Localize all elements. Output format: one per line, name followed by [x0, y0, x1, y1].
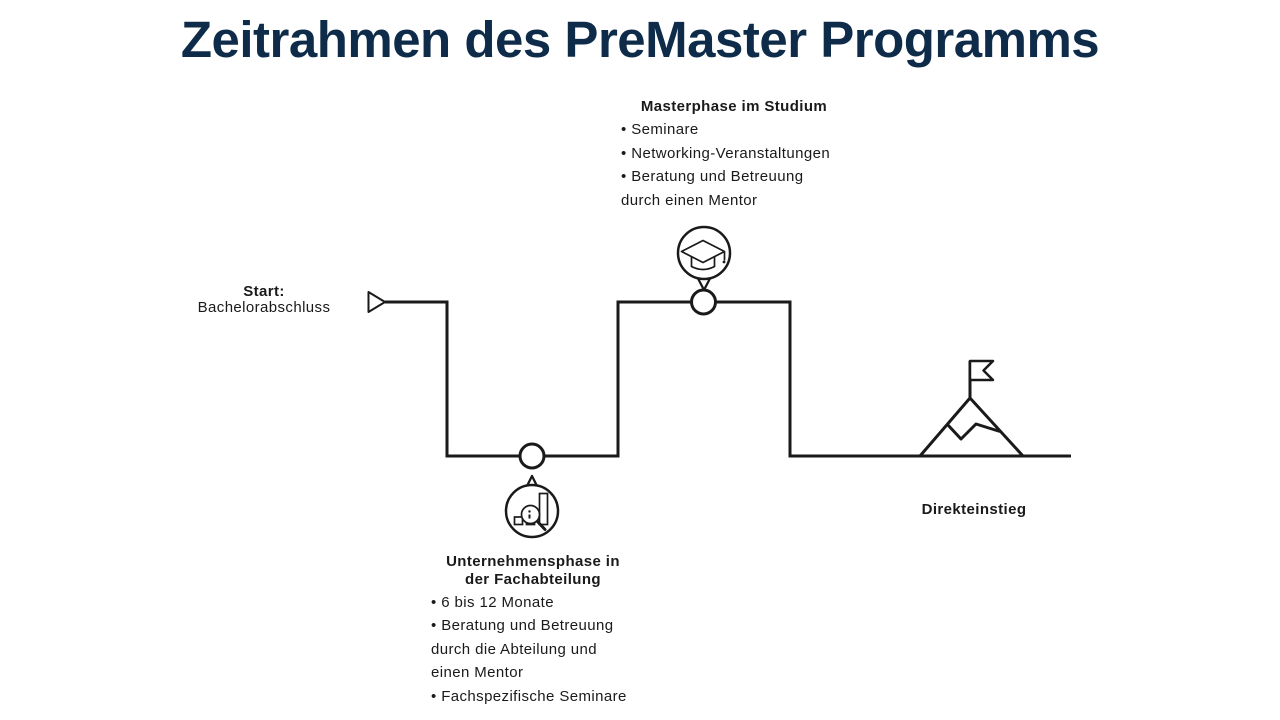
list-line: einen Mentor [431, 664, 524, 682]
mountain-flag-icon [918, 359, 1025, 458]
list-line: durch die Abteilung und [431, 640, 597, 658]
timeline-path [385, 300, 1071, 458]
start-marker-icon [367, 291, 386, 313]
graduation-cap-bubble [676, 225, 732, 292]
start-label-text: Bachelorabschluss [197, 299, 331, 316]
start-label-title: Start: [243, 283, 285, 300]
analytics-bubble [504, 474, 560, 539]
company-phase-title-line: Unternehmensphase in [446, 553, 620, 570]
company-phase-node [518, 442, 546, 470]
list-line: durch einen Mentor [621, 191, 758, 209]
list-line: • Fachspezifische Seminare [431, 687, 627, 705]
start-label: Start: Bachelorabschluss [183, 284, 345, 316]
list-line: • 6 bis 12 Monate [431, 594, 554, 611]
company-phase-title: Unternehmensphase in der Fachabteilung [430, 553, 636, 589]
company-phase-title-line: der Fachabteilung [465, 571, 601, 588]
master-phase-title: Masterphase im Studium [640, 98, 828, 115]
master-phase-list: • Seminare • Networking-Veranstaltungen … [621, 118, 830, 212]
page-title: Zeitrahmen des PreMaster Programms [180, 11, 1100, 68]
list-line: • Beratung und Betreuung [431, 617, 614, 635]
list-line: • Beratung und Betreuung [621, 168, 804, 186]
master-phase-node [690, 288, 717, 316]
direct-entry-label: Direkteinstieg [921, 501, 1027, 518]
bar-chart-magnifier-icon [513, 492, 549, 531]
graduation-cap-icon [680, 239, 726, 271]
list-line: • Networking-Veranstaltungen [621, 144, 831, 162]
list-line: • Seminare [621, 121, 699, 138]
company-phase-list: • 6 bis 12 Monate • Beratung und Betreuu… [431, 591, 627, 708]
